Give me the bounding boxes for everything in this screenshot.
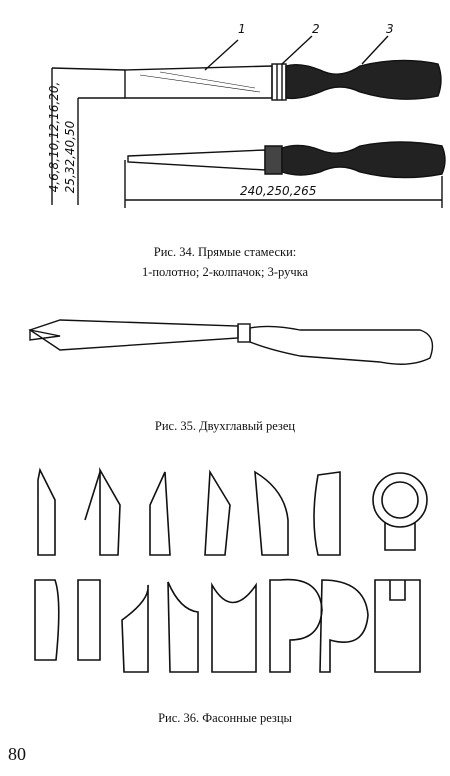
figure-34-caption-line1: Рис. 34. Прямые стамески: — [153, 245, 297, 259]
double-handle — [249, 325, 434, 365]
figure-34-caption-line2: 1-полотно; 2-колпачок; 3-ручка — [141, 265, 309, 279]
callout-2: 2 — [312, 22, 320, 36]
callout-3: 3 — [386, 22, 394, 36]
callout-1: 1 — [238, 22, 246, 36]
chisel-handle — [285, 59, 442, 100]
lengths-label: 240,250,265 — [240, 184, 317, 198]
figure-35-caption: Рис. 35. Двухглавый резец — [154, 419, 296, 433]
figure-36-caption: Рис. 36. Фасонные резцы — [158, 711, 292, 725]
page-number: 80 — [8, 744, 26, 764]
